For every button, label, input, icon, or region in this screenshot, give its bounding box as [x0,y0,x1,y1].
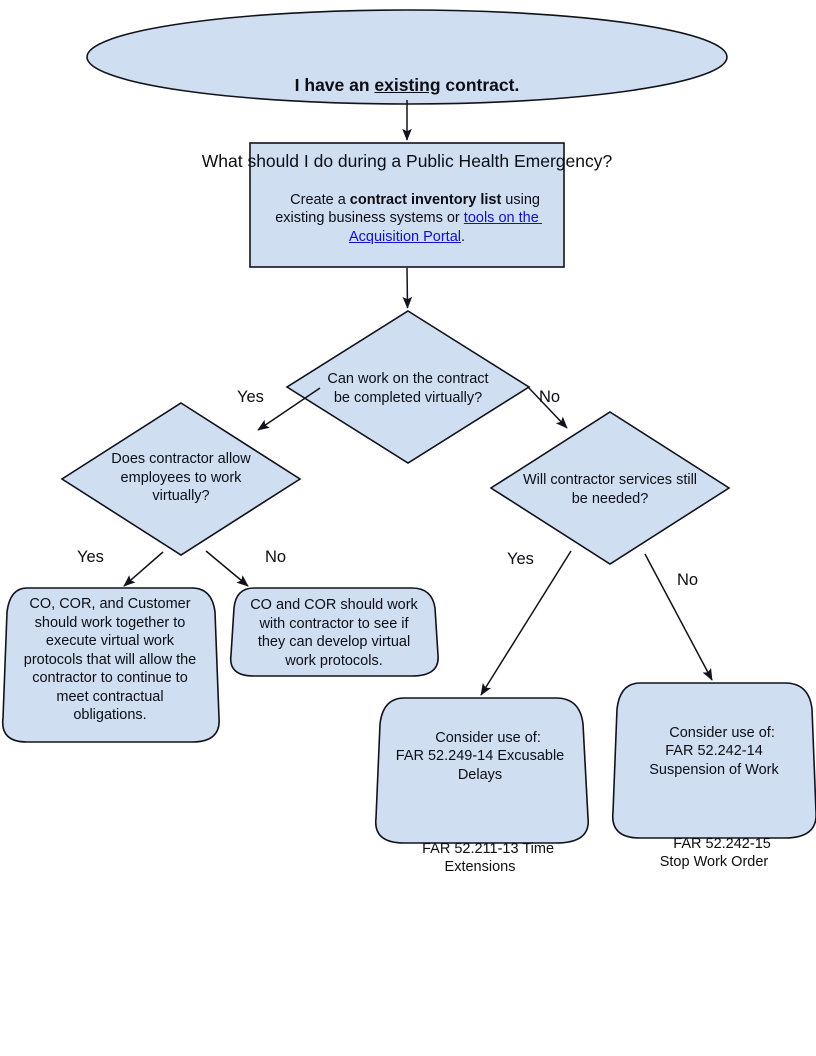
edge-allows-no-to-terminal2 [205,550,249,587]
edge-label-allows-yes: Yes [77,548,104,566]
node-terminal-excusable-delays [374,697,589,844]
edge-needed-yes-to-terminal3 [480,550,572,696]
node-terminal-virtual-protocols [1,587,220,743]
edge-needed-no-to-terminal4 [644,553,713,681]
edge-label-virtual-no: No [539,388,561,406]
edge-label-needed-yes: Yes [507,550,534,568]
node-terminal-suspension-stop-work [611,682,816,839]
edge-virtual-no-to-needed [527,386,568,429]
edge-virtual-yes-to-allows [257,387,321,431]
edge-label-virtual-yes: Yes [237,388,264,406]
edge-label-allows-no: No [265,548,287,566]
node-decision-allows-diamond [60,402,302,556]
node-start-ellipse [86,9,728,105]
node-decision-needed-diamond [489,411,731,565]
node-terminal-develop-protocols [229,587,439,677]
edge-allows-yes-to-terminal1 [123,551,164,587]
node-decision-virtual-diamond [285,310,531,464]
edge-process-to-decision-virtual [402,267,413,309]
node-process-rect [249,142,565,268]
edge-label-needed-no: No [677,571,699,589]
